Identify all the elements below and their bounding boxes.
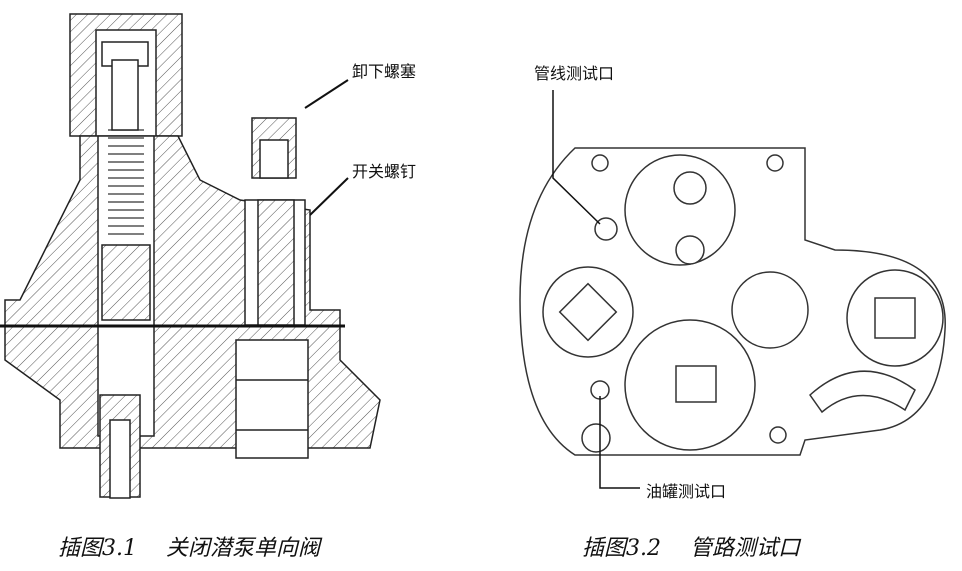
meter-face-drawing	[519, 147, 946, 456]
tank-test-port-label: 油罐测试口	[646, 482, 727, 501]
figure2-caption: 插图3.2 管路测试口	[582, 530, 800, 562]
switch-screw-label: 开关螺钉	[352, 162, 417, 181]
leader-lines	[552, 90, 640, 489]
remove-plug-label: 卸下螺塞	[352, 62, 417, 81]
figure1-caption: 插图3.1 关闭潜泵单向阀	[58, 530, 320, 562]
line-test-port	[594, 217, 618, 241]
figure1-number: 插图3.1	[58, 536, 137, 561]
figure2-number: 插图3.2	[582, 536, 661, 561]
figure2-title: 管路测试口	[690, 536, 801, 561]
figure1-title: 关闭潜泵单向阀	[166, 536, 321, 561]
line-test-port-label: 管线测试口	[534, 64, 615, 83]
check-valve-cross-section	[0, 13, 381, 499]
